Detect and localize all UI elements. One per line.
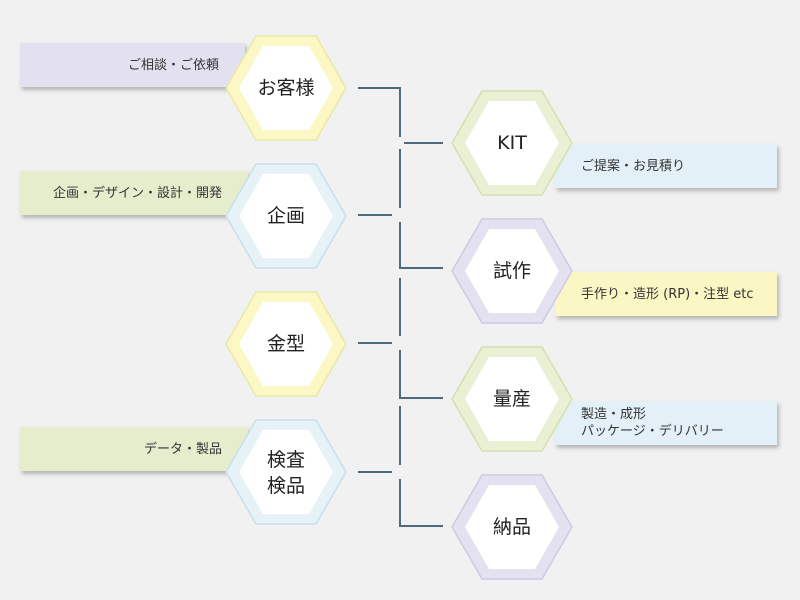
tag-prototype: 手作り・造形 (RP)・注型 etc xyxy=(555,272,777,316)
node-consult-label: お客様 xyxy=(257,77,315,99)
tag-consult: ご相談・ご依頼 xyxy=(20,43,245,87)
tag-kit: ご提案・お見積り xyxy=(555,144,777,188)
connector-consult xyxy=(358,87,401,137)
hex-mass xyxy=(451,346,573,452)
node-delivery-label: 納品 xyxy=(492,516,531,538)
hex-prototype xyxy=(451,218,573,324)
hex-delivery xyxy=(451,474,573,580)
tag-mass: 製造・成形 パッケージ・デリバリー xyxy=(555,401,777,445)
tag-consult-text: ご相談・ご依頼 xyxy=(127,57,219,73)
hex-consult xyxy=(225,35,347,141)
hex-inspect xyxy=(225,419,347,525)
connector-to-mass xyxy=(399,350,443,399)
connectors xyxy=(358,87,443,527)
node-inspect-label: 検査 検品 xyxy=(266,449,305,497)
node-kit-label: KIT xyxy=(497,132,527,154)
node-plan-label: 企画 xyxy=(266,205,305,227)
tag-kit-text: ご提案・お見積り xyxy=(581,158,686,174)
tag-mass-text: 製造・成形 パッケージ・デリバリー xyxy=(581,407,724,439)
tag-plan-text: 企画・デザイン・設計・開発 xyxy=(52,185,222,201)
hex-kit xyxy=(451,90,573,196)
tag-inspect-text: データ・製品 xyxy=(143,441,222,457)
connector-to-prototype xyxy=(399,222,443,269)
tag-prototype-text: 手作り・造形 (RP)・注型 etc xyxy=(581,286,754,302)
node-mold-label: 金型 xyxy=(266,333,305,355)
tag-plan: 企画・デザイン・設計・開発 xyxy=(20,171,248,215)
hex-mold xyxy=(225,291,347,397)
connector-to-delivery xyxy=(399,479,443,527)
node-mass-label: 量産 xyxy=(492,388,531,410)
tag-inspect: データ・製品 xyxy=(20,427,248,471)
node-prototype-label: 試作 xyxy=(492,260,531,282)
hex-plan xyxy=(225,163,347,269)
